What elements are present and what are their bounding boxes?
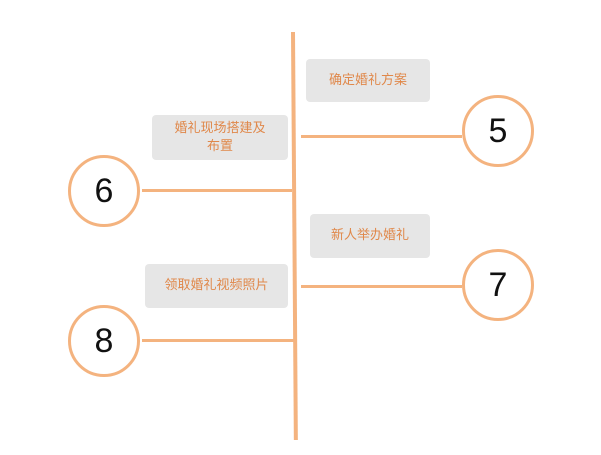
step-5-connector [301, 135, 462, 138]
step-7-circle: 7 [462, 249, 534, 321]
step-6-label: 婚礼现场搭建及 布置 [152, 115, 288, 160]
step-7-connector [301, 285, 462, 288]
step-5-number: 5 [488, 111, 508, 150]
step-8-label: 领取婚礼视频照片 [145, 264, 288, 308]
step-6-label-line-1: 婚礼现场搭建及 [174, 120, 266, 136]
timeline-spine [291, 31, 298, 441]
step-8-circle: 8 [68, 305, 140, 377]
step-6-number: 6 [94, 171, 114, 210]
step-7-label: 新人举办婚礼 [310, 214, 430, 258]
step-5-circle: 5 [462, 95, 534, 167]
step-6-label-line-2: 布置 [206, 138, 233, 154]
step-6-connector [142, 189, 292, 192]
step-8-number: 8 [94, 321, 114, 360]
step-5-label: 确定婚礼方案 [306, 59, 430, 102]
step-8-connector [142, 339, 294, 342]
step-7-number: 7 [488, 265, 508, 304]
step-6-circle: 6 [68, 155, 140, 227]
